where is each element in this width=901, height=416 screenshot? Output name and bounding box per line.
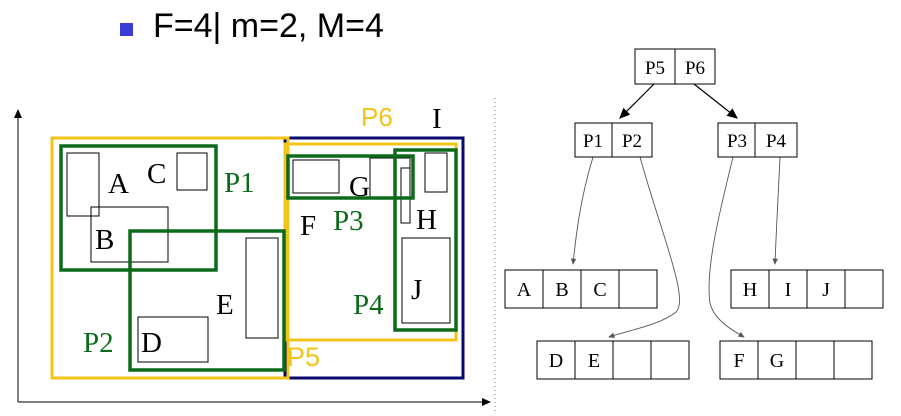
label-p5: P5: [287, 342, 320, 372]
tree-cell: F: [733, 350, 744, 372]
tree-cell: J: [822, 279, 830, 301]
tree-cell: A: [517, 279, 532, 301]
region-p1: [59, 144, 218, 272]
region-p3: [286, 154, 415, 200]
tree-cell: G: [770, 350, 784, 372]
tree-cell: C: [593, 279, 606, 301]
label-d: D: [141, 327, 162, 359]
tree-cell: P3: [727, 131, 747, 152]
edge-root-p1p2: [619, 83, 655, 119]
tree-cell: I: [785, 279, 792, 301]
tree-node-p1p2: P1 P2: [574, 122, 653, 158]
tree-node-root: P5 P6: [634, 48, 716, 85]
spatial-diagram: A B C D E F G H I J P1 P2 P3 P4 P5 P6: [14, 98, 496, 412]
object-i: [424, 152, 448, 193]
slide-heading: F=4| m=2, M=4: [120, 2, 384, 50]
tree-leaf-abc: A B C: [504, 269, 658, 309]
label-b: B: [95, 224, 114, 256]
label-p1: P1: [224, 167, 255, 199]
tree-cell: P2: [622, 131, 642, 152]
tree-cell: P5: [645, 58, 665, 79]
tree-cell: H: [743, 279, 757, 301]
object-g: [292, 159, 340, 194]
label-p6: P6: [361, 102, 393, 132]
tree-cell: P1: [583, 131, 603, 152]
object-d: [137, 316, 209, 363]
object-j: [401, 237, 451, 324]
edge-p2-de: [608, 156, 680, 338]
tree-cell: D: [549, 350, 563, 372]
object-a: [66, 152, 100, 217]
rtree: P5 P6 P1 P2 P3 P4 A B C: [504, 48, 884, 380]
label-j: J: [411, 274, 422, 306]
label-g: G: [349, 171, 370, 203]
edge-p1-abc: [570, 156, 594, 265]
tree-leaf-hij: H I J: [730, 269, 884, 309]
tree-leaf-de: D E: [536, 340, 690, 380]
region-p4: [393, 148, 458, 332]
edge-p4-hij: [772, 156, 781, 265]
bullet-icon: [120, 22, 133, 36]
tree-cell: B: [555, 279, 568, 301]
object-h-a: [369, 157, 411, 199]
label-e: E: [216, 289, 234, 321]
tree-cell: P6: [685, 58, 705, 79]
object-c: [176, 152, 208, 191]
tree-leaf-fg: F G: [719, 340, 873, 380]
edge-root-p3p4: [693, 83, 738, 119]
label-a: A: [108, 168, 129, 200]
edge-p3-fg: [708, 156, 745, 338]
label-h: H: [416, 204, 437, 236]
label-c: C: [147, 158, 166, 190]
label-p4: P4: [353, 289, 384, 321]
tree-cell: P4: [766, 131, 787, 152]
label-i: I: [432, 103, 442, 135]
object-h-b: [400, 167, 411, 224]
tree-node-p3p4: P3 P4: [717, 122, 798, 158]
tree-cell: E: [588, 350, 600, 372]
region-p5: [50, 136, 290, 380]
object-e: [245, 237, 279, 339]
region-p2: [128, 229, 286, 372]
label-f: F: [300, 210, 316, 242]
heading-text: F=4| m=2, M=4: [153, 6, 384, 45]
label-p3: P3: [333, 205, 364, 237]
label-p2: P2: [83, 327, 114, 359]
